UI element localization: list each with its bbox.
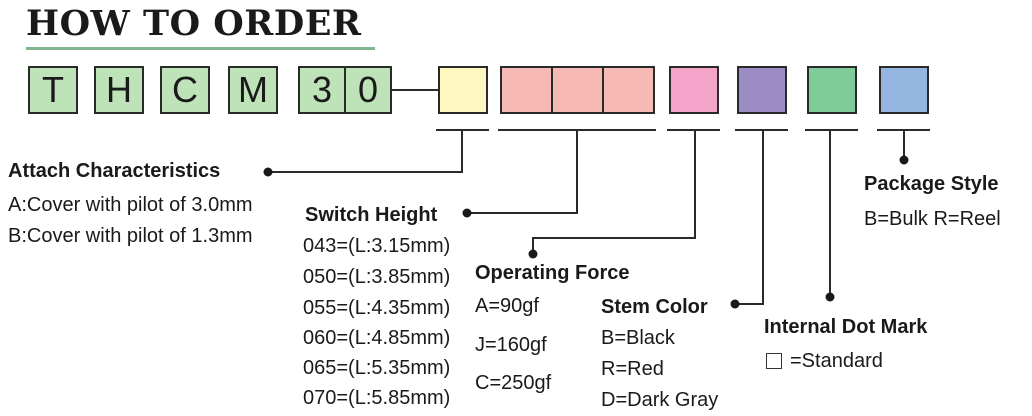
title-underline xyxy=(26,47,375,50)
package-option: B=Bulk R=Reel xyxy=(864,208,1001,230)
package-heading: Package Style xyxy=(864,173,999,195)
height-code-box-3 xyxy=(602,66,655,114)
attach-code-box xyxy=(438,66,488,114)
height-option-060: 060=(L:4.85mm) xyxy=(303,327,451,349)
height-option-055: 055=(L:4.35mm) xyxy=(303,297,451,319)
stem-option-dark-gray: D=Dark Gray xyxy=(601,389,719,411)
attach-heading: Attach Characteristics xyxy=(8,160,221,182)
stem-code-box xyxy=(737,66,787,114)
height-option-050: 050=(L:3.85mm) xyxy=(303,266,451,288)
dot-code-box xyxy=(807,66,857,114)
height-heading: Switch Height xyxy=(305,204,438,226)
page-title: HOW TO ORDER xyxy=(26,3,362,44)
code-box-c: C xyxy=(160,66,210,114)
dot-option-label: =Standard xyxy=(790,350,883,372)
force-option-j: J=160gf xyxy=(475,334,547,356)
checkbox-square-icon xyxy=(766,353,782,369)
code-box-t: T xyxy=(28,66,78,114)
force-code-box xyxy=(669,66,719,114)
code-box-0: 0 xyxy=(344,66,392,114)
height-option-043: 043=(L:3.15mm) xyxy=(303,235,451,257)
stem-option-black: B=Black xyxy=(601,327,675,349)
attach-option-b: B:Cover with pilot of 1.3mm xyxy=(8,225,253,247)
height-option-065: 065=(L:5.35mm) xyxy=(303,357,451,379)
dot-heading: Internal Dot Mark xyxy=(764,316,928,338)
force-option-c: C=250gf xyxy=(475,372,552,394)
dot-option-row: =Standard xyxy=(766,351,883,371)
force-option-a: A=90gf xyxy=(475,295,539,317)
height-code-box-1 xyxy=(500,66,553,114)
code-box-m: M xyxy=(228,66,278,114)
stem-heading: Stem Color xyxy=(601,296,708,318)
code-box-h: H xyxy=(94,66,144,114)
force-heading: Operating Force xyxy=(475,262,630,284)
attach-option-a: A:Cover with pilot of 3.0mm xyxy=(8,194,253,216)
package-code-box xyxy=(879,66,929,114)
stem-option-red: R=Red xyxy=(601,358,664,380)
height-option-070: 070=(L:5.85mm) xyxy=(303,387,451,409)
